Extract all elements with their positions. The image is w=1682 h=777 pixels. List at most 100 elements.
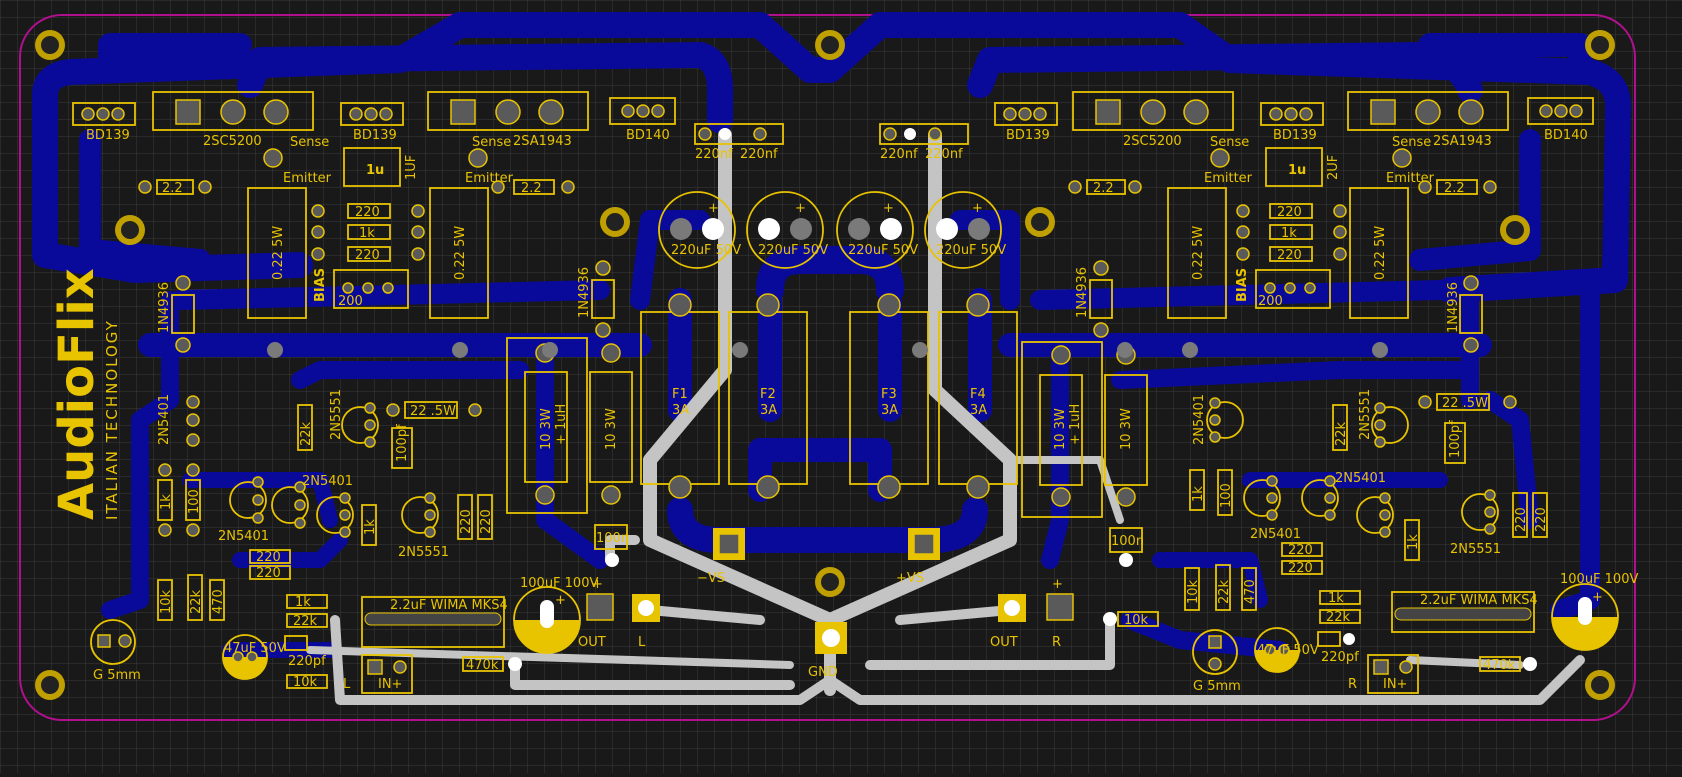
label-plus-vs: +VS (896, 571, 924, 586)
label-bias-r: BIAS (1235, 268, 1250, 302)
label-r1k-r4: 1k (1328, 591, 1344, 606)
label-c220nf-r1: 220nf (880, 147, 918, 162)
label-r1k-l3: 1k (363, 519, 378, 535)
label-r1k-r3: 1k (1406, 534, 1421, 550)
label-emitter-r1: Emitter (1204, 171, 1253, 186)
label-sense-l2: Sense (472, 135, 511, 150)
label-c220nf-r2: 220nf (925, 147, 963, 162)
label-r470k-l: 470k (466, 658, 499, 673)
label-c220uf-plus-4: + (972, 201, 983, 216)
label-1uh-r: + 1uH (1068, 404, 1083, 445)
label-c1u-r: 1u (1288, 163, 1306, 178)
label-out-l: OUT (578, 635, 606, 650)
label-1n4936-l1: 1N4936 (157, 282, 172, 333)
label-2n5401-r2: 2N5401 (1250, 527, 1301, 542)
label-2sa1943-r: 2SA1943 (1433, 134, 1492, 149)
label-r220-r6: 220 (1534, 507, 1549, 532)
label-c220uf-2: 220uF 50V (758, 243, 828, 258)
right-channel: BD139 2SC5200 Sense Emitter 2.2 0.22 5W … (990, 91, 1638, 694)
label-c100uf-plus-r: + (1592, 590, 1603, 605)
label-10-3w-r2: 10 3W (1119, 408, 1134, 450)
label-minus-vs: −VS (697, 571, 725, 586)
label-c220nf-l1: 220nf (695, 147, 733, 162)
label-r100-l1: 100 (187, 489, 202, 514)
label-r22k-l2: 22k (299, 421, 314, 446)
label-f4: F4 (970, 387, 986, 402)
label-r220-r3: 220 (1288, 543, 1313, 558)
label-c100n-r: 100n (1111, 534, 1144, 549)
label-led-r: G 5mm (1193, 679, 1241, 694)
label-r10k-l2: 10k (293, 675, 318, 690)
left-channel: BD139 2SC5200 Sense Emitter 2.2 0.22 5W … (72, 91, 784, 694)
label-10-3w-l1: 10 3W (539, 408, 554, 450)
label-out-plus-r: + (1052, 577, 1063, 592)
label-c1u-l: 1u (366, 163, 384, 178)
label-c220uf-plus-1: + (708, 201, 719, 216)
label-2n5551-r2: 2N5551 (1450, 542, 1501, 557)
label-bd140-r: BD140 (1544, 128, 1588, 143)
label-f1-rating: 3A (672, 403, 689, 418)
label-r22k-l3: 22k (293, 614, 318, 629)
label-r22-r2: 2.2 (1444, 181, 1465, 196)
center-power: 220uF 50V + 220uF 50V + 220uF 50V + 220u… (640, 123, 1018, 680)
label-r22-l2: 2.2 (521, 181, 542, 196)
label-2sc5200-r: 2SC5200 (1123, 134, 1182, 149)
label-r22-l1: 2.2 (162, 181, 183, 196)
brand-tagline: ITALIAN TECHNOLOGY (103, 319, 121, 520)
label-f4-rating: 3A (970, 403, 987, 418)
label-r225w-r: 22 .5W (1442, 396, 1488, 411)
label-f3: F3 (881, 387, 897, 402)
label-10-3w-r1: 10 3W (1053, 408, 1068, 450)
label-c220nf-l2: 220nf (740, 147, 778, 162)
copper-traces (32, 12, 1632, 659)
label-emitter-l2: Emitter (465, 171, 514, 186)
label-r225w-l: 22 .5W (410, 404, 456, 419)
label-r22k-l1: 22k (189, 589, 204, 614)
label-1n4936-r2: 1N4936 (1446, 282, 1461, 333)
label-2n5401-l1: 2N5401 (157, 394, 172, 445)
label-r220-r5: 220 (1514, 507, 1529, 532)
label-r220-r2: 220 (1277, 248, 1302, 263)
label-r200-l: 200 (338, 294, 363, 309)
label-bd139-r2: BD139 (1273, 128, 1317, 143)
label-r1k-r2: 1k (1191, 486, 1206, 502)
label-r-in: R (1348, 677, 1357, 692)
label-2n5551-l1: 2N5551 (329, 389, 344, 440)
label-wima-l: 2.2uF WIMA MKS4 (390, 598, 508, 613)
label-wima-r: 2.2uF WIMA MKS4 (1420, 593, 1538, 608)
label-c47uf-l: 47uF 50V (224, 641, 286, 656)
label-c220pf-l: 220pf (288, 654, 326, 669)
label-r10k-r2: 10k (1124, 613, 1149, 628)
label-f3-rating: 3A (881, 403, 898, 418)
label-out-ch-l: L (638, 635, 646, 650)
label-sense-r1: Sense (1210, 135, 1249, 150)
label-1n4936-r1: 1N4936 (1075, 267, 1090, 318)
label-emitter-l1: Emitter (283, 171, 332, 186)
label-c47uf-r: 47uF 50V (1257, 643, 1319, 658)
label-c100pf-l: 100pf (395, 424, 410, 462)
label-1n4936-l2: 1N4936 (577, 267, 592, 318)
label-sense-r2: Sense (1392, 135, 1431, 150)
label-r220-l1: 220 (355, 205, 380, 220)
label-r22k-r2: 22k (1334, 421, 1349, 446)
label-sense-l1: Sense (290, 135, 329, 150)
label-c220pf-r: 220pf (1321, 650, 1359, 665)
label-1uh-l: + 1uH (554, 404, 569, 445)
label-c220uf-plus-2: + (795, 201, 806, 216)
label-in-plus-l: IN+ (378, 677, 402, 692)
label-c100uf-plus-l: + (555, 593, 566, 608)
label-r470k-r: 470k (1483, 658, 1516, 673)
label-r1k-r1: 1k (1281, 226, 1297, 241)
label-bd139-l1: BD139 (86, 128, 130, 143)
label-c220uf-1: 220uF 50V (671, 243, 741, 258)
label-c2uf-r: 2UF (1326, 155, 1341, 180)
label-r100-r: 100 (1219, 483, 1234, 508)
label-r22k-r3: 22k (1326, 610, 1351, 625)
label-f2-rating: 3A (760, 403, 777, 418)
label-2n5401-r3: 2N5401 (1335, 471, 1386, 486)
label-r220-l3: 220 (256, 550, 281, 565)
label-r022-r1: 0.22 5W (1191, 226, 1206, 280)
label-r10k-r1: 10k (1186, 579, 1201, 604)
label-r022-l2: 0.22 5W (453, 226, 468, 280)
